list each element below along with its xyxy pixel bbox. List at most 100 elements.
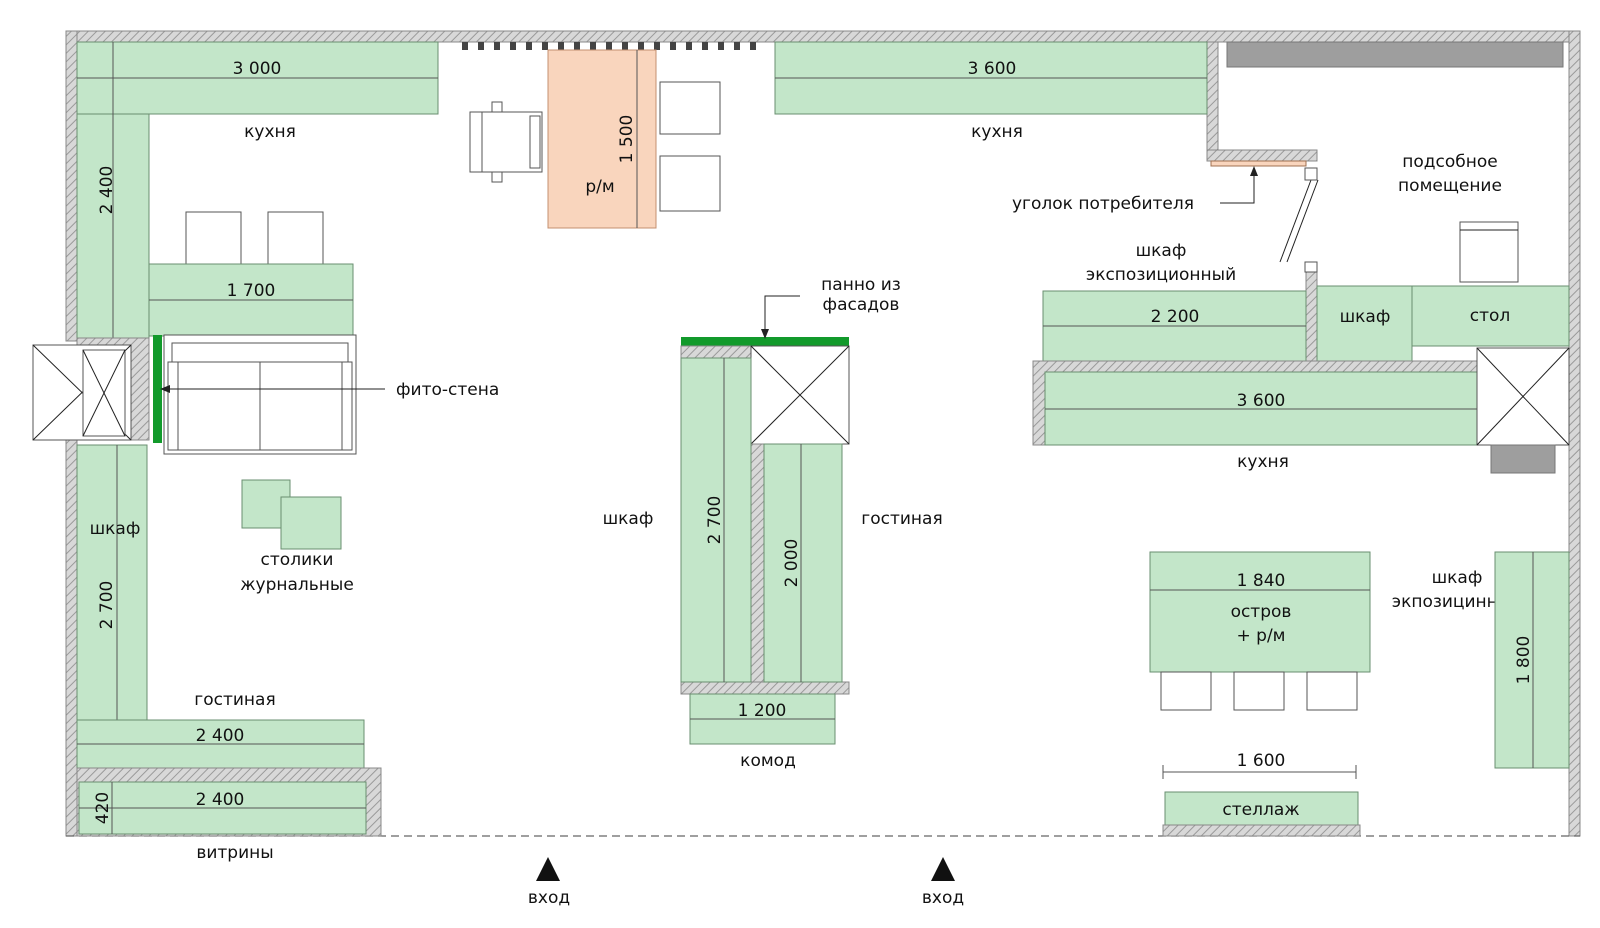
bar-counter-dim: 1 700 xyxy=(227,281,276,301)
consumer-corner-panel xyxy=(1210,160,1307,167)
kitchen-top-left: 3 000 кухня 2 400 xyxy=(76,41,439,339)
display-cabinet-right-body xyxy=(1494,551,1570,769)
kitchen-top-right-dim: 3 600 xyxy=(968,59,1017,79)
coffee-tables-label-2: журнальные xyxy=(240,575,354,595)
bar-counter: 1 700 xyxy=(148,211,354,337)
left-living: гостиная 2 400 xyxy=(76,690,365,769)
table xyxy=(1411,285,1570,347)
phyto-wall-label: фито-стена xyxy=(396,380,499,400)
center-living-dim: 2 000 xyxy=(782,539,802,588)
sofa-icon xyxy=(163,334,357,455)
panel-leader xyxy=(764,295,800,335)
left-wardrobe-body xyxy=(76,444,148,721)
left-living-dim: 2 400 xyxy=(196,726,245,746)
left-wall-lower xyxy=(65,439,78,837)
kitchen-top-left-label: кухня xyxy=(244,122,296,142)
entrance-1-label: вход xyxy=(528,888,570,908)
office-chair-icon xyxy=(469,101,543,183)
right-wall xyxy=(1568,30,1581,837)
top-wall xyxy=(65,30,1581,43)
display-cabinet-top-dim: 2 200 xyxy=(1151,307,1200,327)
showcases-label: витрины xyxy=(196,843,273,863)
kitchen-top-right-label: кухня xyxy=(971,122,1023,142)
utility-shelf xyxy=(1226,41,1564,68)
utility-wall-horizontal xyxy=(1206,149,1318,162)
left-wall-upper xyxy=(65,30,78,342)
entrance-2[interactable]: вход xyxy=(922,857,964,908)
utility-room-label-2: помещение xyxy=(1398,176,1502,196)
bar-stool-icon xyxy=(267,211,324,265)
armchair-icon xyxy=(659,155,721,212)
island-label-1: остров xyxy=(1231,602,1292,622)
left-wardrobe: шкаф 2 700 xyxy=(76,444,148,770)
island-label-2: + р/м xyxy=(1237,626,1286,646)
showcases: 2 400 420 витрины xyxy=(76,767,382,863)
workplace-desk xyxy=(547,49,657,229)
utility-wall-lower xyxy=(1305,266,1318,363)
kitchen-right-dim: 3 600 xyxy=(1237,391,1286,411)
utility-room-label-1: подсобное xyxy=(1402,152,1497,172)
top-window-strip xyxy=(462,42,756,50)
shelving-dim: 1 600 xyxy=(1237,751,1286,771)
column-base xyxy=(1490,444,1556,474)
display-cabinet-right-label-1: шкаф xyxy=(1432,568,1483,588)
bar-stool-icon xyxy=(185,211,242,265)
display-cabinet-right-dim: 1 800 xyxy=(1514,636,1534,685)
center-wardrobe-label: шкаф xyxy=(603,509,654,529)
workplace-label: р/м xyxy=(585,177,614,197)
island-dim: 1 840 xyxy=(1237,571,1286,591)
center-living-unit xyxy=(763,443,843,683)
kitchen-top-right: 3 600 кухня xyxy=(774,41,1208,142)
display-cabinet-right-label-2: экпозицинный xyxy=(1392,592,1523,612)
coffee-table-icon xyxy=(280,496,342,550)
entrance-arrow-icon xyxy=(536,857,560,881)
entrance-1[interactable]: вход xyxy=(528,857,570,908)
coffee-tables-label-1: столики xyxy=(261,550,334,570)
workplace-dim: 1 500 xyxy=(617,115,637,164)
right-kitchen-block: шкаф экспозиционный 2 200 шкаф стол 3 60… xyxy=(1032,241,1570,474)
center-partition: 2 700 шкаф 2 000 гостиная 1 200 комод xyxy=(603,337,943,771)
utility-wall-vertical xyxy=(1206,41,1219,155)
bar-stool-icon xyxy=(1306,671,1358,711)
bar-stool-icon xyxy=(1160,671,1212,711)
display-cabinet-top-label-1: шкаф xyxy=(1136,241,1187,261)
shelving-label: стеллаж xyxy=(1222,800,1299,820)
kitchen-left-vertical-dim: 2 400 xyxy=(97,166,117,215)
shelving: 1 600 стеллаж xyxy=(1162,751,1361,837)
showcases-dim: 2 400 xyxy=(196,790,245,810)
display-cabinet-top-label-2: экспозиционный xyxy=(1086,265,1236,285)
workplace-area: 1 500 р/м xyxy=(469,49,721,229)
kitchen-top-left-dim: 3 000 xyxy=(233,59,282,79)
table-label: стол xyxy=(1470,306,1511,326)
utility-cabinet-icon xyxy=(1459,221,1519,283)
showcases-small-dim: 420 xyxy=(93,792,113,824)
small-wardrobe-label: шкаф xyxy=(1340,307,1391,327)
panel-label-2: фасадов xyxy=(823,295,900,315)
dresser-dim: 1 200 xyxy=(738,701,787,721)
consumer-corner-leader xyxy=(1220,170,1255,204)
left-wardrobe-label: шкаф xyxy=(90,519,141,539)
utility-room-walls xyxy=(1206,41,1564,363)
coffee-tables: столики журнальные xyxy=(240,479,354,595)
bar-stool-icon xyxy=(1233,671,1285,711)
consumer-corner-label: уголок потребителя xyxy=(1012,194,1194,214)
panel-label-1: панно из xyxy=(821,275,901,295)
left-wardrobe-dim: 2 700 xyxy=(97,581,117,630)
island: 1 840 остров + р/м xyxy=(1149,551,1371,711)
center-wardrobe xyxy=(680,357,752,683)
dresser-label: комод xyxy=(740,751,796,771)
entrance-arrow-icon xyxy=(931,857,955,881)
door-leaf xyxy=(1279,179,1312,263)
kitchen-right-label: кухня xyxy=(1237,452,1289,472)
island-top xyxy=(1149,551,1371,673)
display-cabinet-right: шкаф экпозицинный 1 800 xyxy=(1392,551,1570,769)
entrance-2-label: вход xyxy=(922,888,964,908)
left-column xyxy=(32,337,150,441)
armchair-icon xyxy=(659,81,721,135)
left-living-label: гостиная xyxy=(194,690,275,710)
panel-of-facades xyxy=(681,337,849,346)
center-living-label: гостиная xyxy=(861,509,942,529)
phyto-wall xyxy=(153,335,162,443)
center-wardrobe-dim: 2 700 xyxy=(705,496,725,545)
